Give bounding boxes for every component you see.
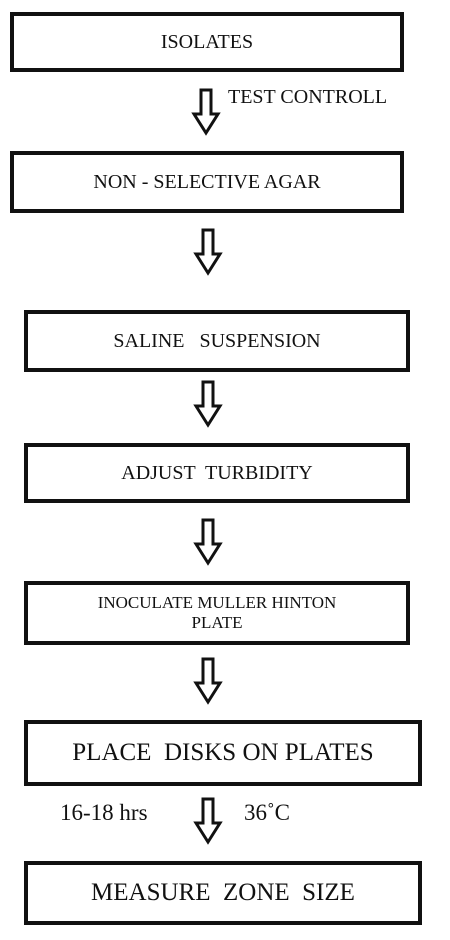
incubation-time-label: 16-18 hrs bbox=[60, 800, 148, 825]
step-label-adjust-turbidity: ADJUST TURBIDITY bbox=[121, 461, 313, 484]
step-label-place-disks: PLACE DISKS ON PLATES bbox=[72, 739, 374, 766]
step-label-non-selective-agar: NON - SELECTIVE AGAR bbox=[93, 170, 321, 193]
down-arrow-icon bbox=[193, 657, 223, 705]
step-label-saline-suspension: SALINE SUSPENSION bbox=[113, 329, 321, 352]
step-box-adjust-turbidity: ADJUST TURBIDITY bbox=[24, 443, 410, 503]
incubation-temp-label: 36˚C bbox=[244, 800, 290, 825]
down-arrow-icon bbox=[191, 88, 221, 136]
step-box-measure-zone: MEASURE ZONE SIZE bbox=[24, 861, 422, 925]
step-box-inoculate-plate: INOCULATE MULLER HINTON PLATE bbox=[24, 581, 410, 645]
down-arrow-icon bbox=[193, 380, 223, 428]
step-label-inoculate-plate: INOCULATE MULLER HINTON PLATE bbox=[97, 592, 337, 632]
down-arrow-icon bbox=[193, 797, 223, 845]
down-arrow-icon bbox=[193, 228, 223, 276]
down-arrow-icon bbox=[193, 518, 223, 566]
step-label-isolates: ISOLATES bbox=[160, 30, 254, 53]
step-label-measure-zone: MEASURE ZONE SIZE bbox=[91, 879, 355, 906]
test-control-label: TEST CONTROLL bbox=[228, 86, 388, 108]
step-box-isolates: ISOLATES bbox=[10, 12, 404, 72]
step-box-place-disks: PLACE DISKS ON PLATES bbox=[24, 720, 422, 786]
step-box-non-selective-agar: NON - SELECTIVE AGAR bbox=[10, 151, 404, 213]
step-box-saline-suspension: SALINE SUSPENSION bbox=[24, 310, 410, 372]
